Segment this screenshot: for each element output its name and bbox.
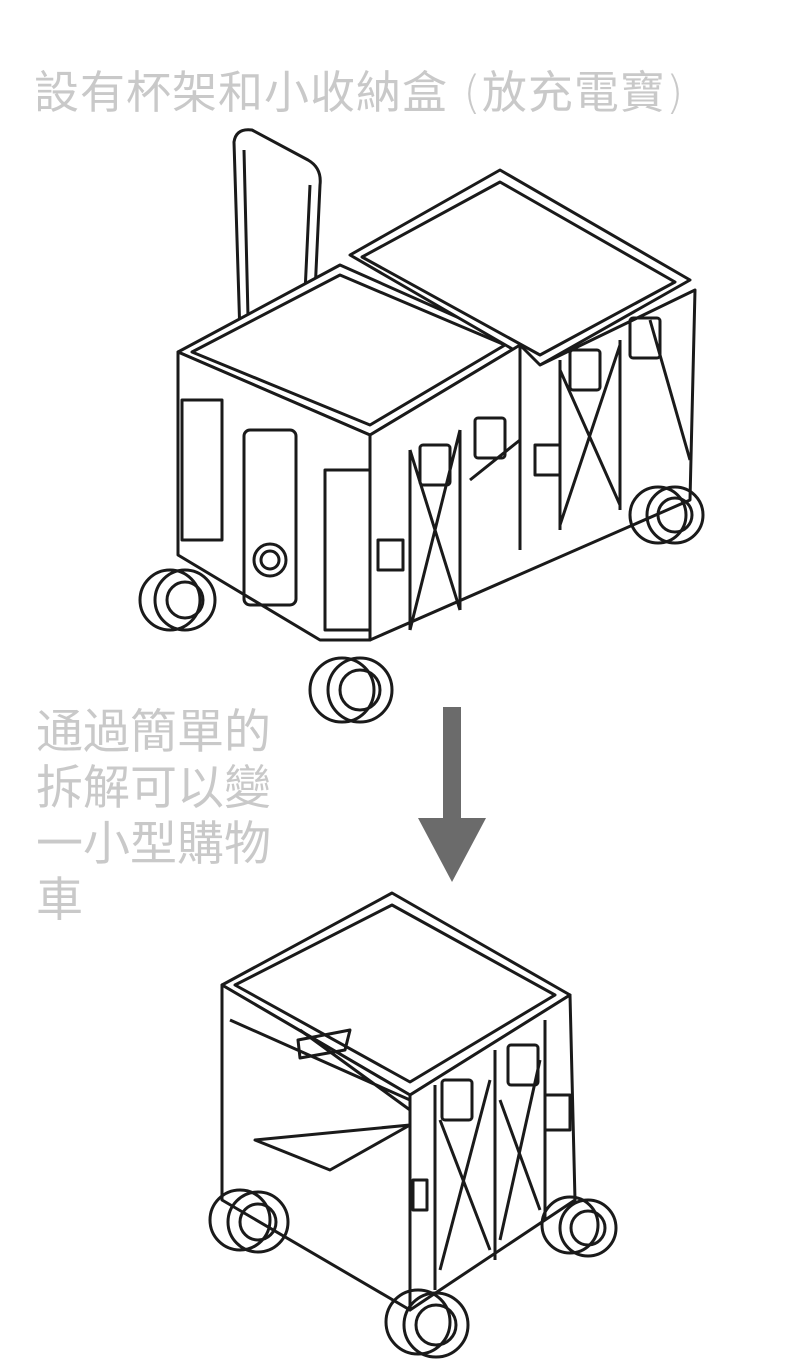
down-arrow-icon: [418, 707, 486, 882]
heading: 設有杯架和小收納盒 (放充電寶): [34, 66, 685, 119]
large-cart-illustration: [138, 128, 705, 724]
wheels: [138, 485, 705, 724]
wheels: [208, 1188, 618, 1359]
small-cart-illustration: [208, 891, 618, 1359]
caption: 通過簡單的拆解可以變一小型購物車: [36, 705, 271, 928]
telescopic-handle: [232, 128, 322, 401]
